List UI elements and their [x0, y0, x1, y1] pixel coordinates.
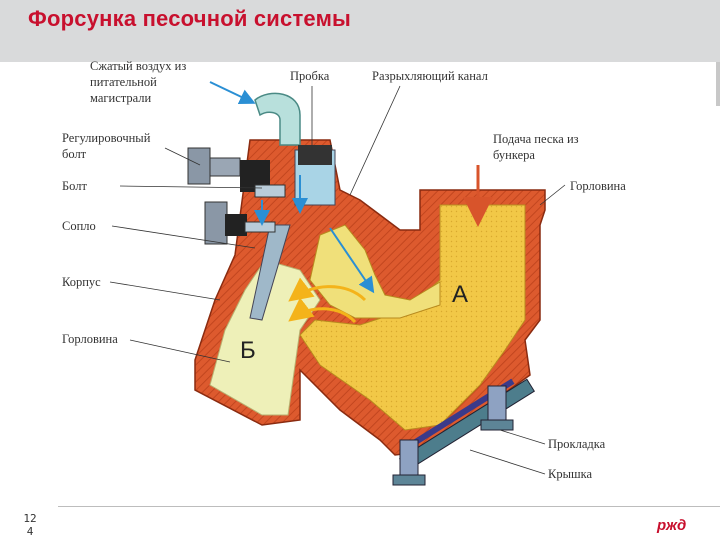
air-flow-arrow-icon	[209, 81, 256, 105]
label-compressed-air-line3: магистрали	[90, 91, 151, 105]
label-compressed-air-line1: Сжатый воздух из	[90, 59, 186, 73]
slide-title: Форсунка песочной системы	[28, 6, 352, 31]
nozzle-tube	[249, 224, 291, 321]
cover-bolts	[392, 385, 514, 486]
label-plug: Пробка	[290, 69, 330, 83]
plug-cap	[298, 145, 332, 165]
slide-header: Форсунка песочной системы	[0, 0, 720, 62]
air-flow-arrow-icon	[329, 227, 375, 294]
page-number-line1: 12	[23, 512, 37, 525]
adjusting-bolt	[187, 147, 286, 198]
leader-lines	[109, 85, 566, 475]
page-number-line2: 4	[26, 525, 34, 538]
label-bolt: Болт	[62, 179, 88, 193]
label-gasket: Прокладка	[548, 437, 606, 451]
rzd-logo-text: ржд	[656, 517, 686, 534]
label-neck-left: Горловина	[62, 332, 118, 346]
label-body: Корпус	[62, 275, 101, 289]
label-sand-supply-line2: бункера	[493, 148, 535, 162]
rzd-logo-icon: ржд	[656, 517, 686, 534]
label-cover: Крышка	[548, 467, 592, 481]
label-compressed-air-line2: питательной	[90, 75, 157, 89]
page-number: 12 4	[18, 512, 42, 538]
label-adjusting-bolt-line2: болт	[62, 147, 87, 161]
loosening-channel-sand	[309, 224, 441, 319]
bolt	[204, 201, 276, 245]
label-adjusting-bolt-line1: Регулировочный	[62, 131, 151, 145]
label-nozzle: Сопло	[62, 219, 96, 233]
footer-divider	[58, 506, 720, 507]
air-inlet-elbow	[254, 92, 301, 146]
label-loosening-channel: Разрыхляющий канал	[372, 69, 488, 83]
label-neck-right: Горловина	[570, 179, 626, 193]
sand-flow-arrow-icon	[288, 277, 367, 302]
label-chamber-b: Б	[240, 337, 256, 364]
label-sand-supply-line1: Подача песка из	[493, 132, 579, 146]
label-chamber-a: А	[452, 281, 468, 308]
sand-flow-arrow-icon	[288, 297, 357, 324]
header-accent-bar	[716, 62, 720, 106]
